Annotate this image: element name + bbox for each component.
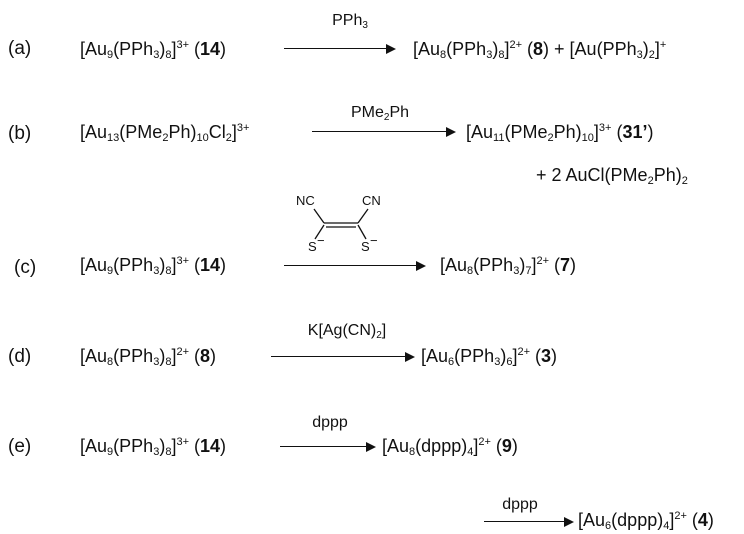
s2-charge: − — [370, 233, 378, 248]
cn-bond — [357, 208, 369, 224]
reactant-e: [Au9(PPh3)8]3+ (14) — [80, 436, 227, 458]
product-a: [Au8(PPh3)8]2+ (8) + [Au(PPh3)2]+ — [413, 39, 667, 61]
s2-bond — [357, 224, 367, 240]
cn-group-label: CN — [362, 193, 381, 208]
reagent-b: PMe2Ph — [350, 104, 410, 123]
product-c: [Au8(PPh3)7]2+ (7) — [440, 255, 577, 277]
reaction-arrow-a — [284, 43, 396, 55]
s2-label: S — [361, 239, 370, 254]
product-d: [Au6(PPh3)6]2+ (3) — [421, 346, 558, 368]
reaction-arrow-d — [271, 351, 415, 363]
reactant-a: [Au9(PPh3)8]3+ (14) — [80, 39, 227, 61]
product-b: [Au11(PMe2Ph)10]3+ (31’) — [466, 122, 654, 144]
reaction-label-e: (e) — [8, 436, 32, 457]
reagent-e2: dppp — [502, 496, 538, 513]
reaction-label-d: (d) — [8, 346, 32, 367]
reactant-c: [Au9(PPh3)8]3+ (14) — [80, 255, 227, 277]
reactant-b: [Au13(PMe2Ph)10Cl2]3+ — [80, 122, 250, 144]
nc-bond — [313, 208, 325, 224]
reaction-arrow-e2 — [484, 516, 574, 528]
s1-charge: − — [317, 233, 325, 248]
dicyanoethylenedithiolate-structure: NC CN S − S − — [296, 193, 381, 254]
reagent-e: dppp — [312, 414, 348, 431]
reaction-arrow-e — [280, 441, 376, 453]
reaction-label-b: (b) — [8, 123, 32, 144]
reaction-arrow-b — [312, 126, 456, 138]
s1-label: S — [308, 239, 317, 254]
s1-bond — [314, 224, 325, 240]
nc-group-label: NC — [296, 193, 315, 208]
reactant-d: [Au8(PPh3)8]2+ (8) — [80, 346, 217, 368]
reaction-label-c: (c) — [14, 257, 37, 278]
reagent-a: PPh3 — [332, 12, 368, 31]
coproduct-b: + 2 AuCl(PMe2Ph)2 — [536, 165, 688, 187]
reaction-label-a: (a) — [8, 38, 32, 59]
reagent-d: K[Ag(CN)2] — [307, 322, 387, 341]
product-e2: [Au6(dppp)4]2+ (4) — [578, 510, 714, 532]
product-e: [Au8(dppp)4]2+ (9) — [382, 436, 518, 458]
reaction-arrow-c — [284, 260, 426, 272]
